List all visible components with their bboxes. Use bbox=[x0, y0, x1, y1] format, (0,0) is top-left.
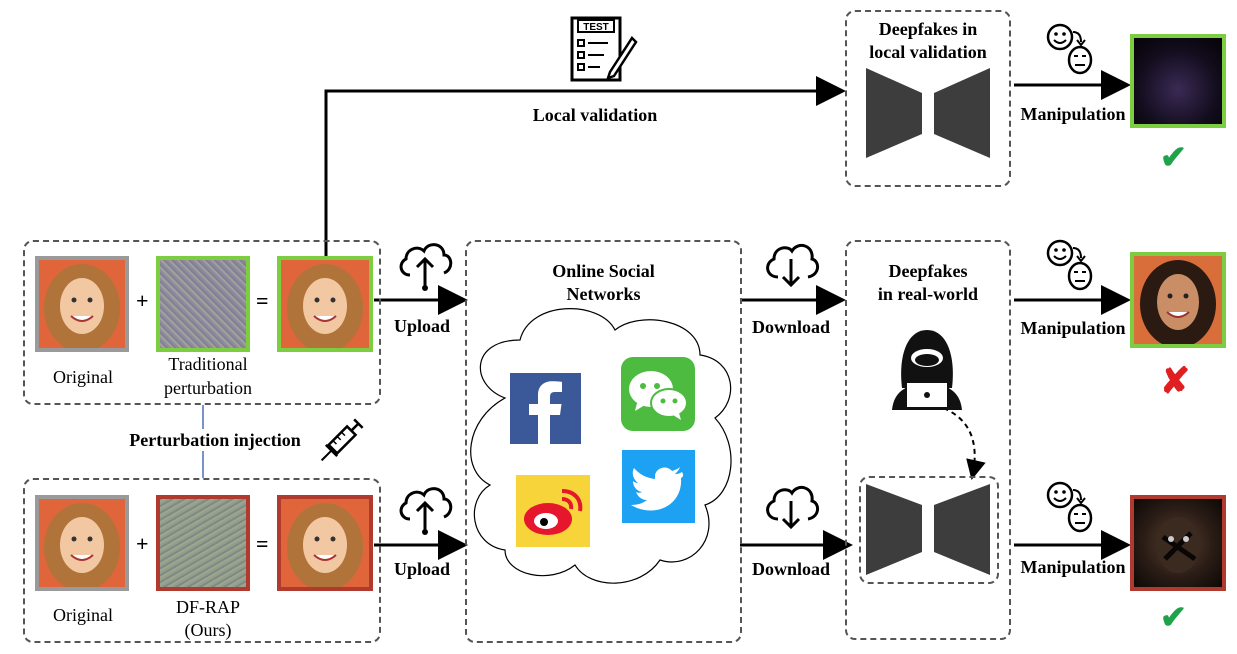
perturbation-injection-label: Perturbation injection bbox=[112, 429, 318, 451]
protected-face-image-top bbox=[277, 256, 373, 352]
generator-local bbox=[866, 68, 990, 158]
dfrap-container bbox=[23, 478, 381, 643]
download-cloud-icon bbox=[762, 239, 820, 291]
deepfakes-real-title-line1: Deepfakes bbox=[888, 261, 968, 281]
original-label-2: Original bbox=[53, 605, 113, 625]
local-validation-arrow bbox=[324, 76, 846, 258]
original-label-1: Original bbox=[53, 367, 113, 387]
success-check-local: ✔ bbox=[1160, 139, 1187, 175]
weibo-icon bbox=[516, 475, 590, 547]
original-face-image-bottom bbox=[35, 495, 129, 591]
traditional-perturbation-image bbox=[156, 256, 250, 352]
dfrap-perturbation-image bbox=[156, 495, 250, 591]
dfrap-label-line2: (Ours) bbox=[184, 620, 232, 640]
original-face-image-top bbox=[35, 256, 129, 352]
hacker-icon bbox=[888, 324, 966, 412]
traditional-label-line2: perturbation bbox=[164, 378, 252, 398]
osn-cloud bbox=[470, 308, 732, 584]
manipulation-label-3: Manipulation bbox=[1020, 557, 1126, 577]
upload-cloud-icon bbox=[396, 237, 454, 293]
download-cloud-icon bbox=[762, 481, 820, 533]
manipulation-label-2: Manipulation bbox=[1020, 318, 1126, 338]
manipulation-label-1: Manipulation bbox=[1020, 104, 1126, 124]
traditional-container bbox=[23, 240, 381, 405]
generator-real-inner-container bbox=[859, 476, 999, 584]
failure-cross-real: ✘ bbox=[1160, 361, 1191, 401]
upload-label-1: Upload bbox=[393, 316, 451, 336]
traditional-label-line1: Traditional bbox=[168, 354, 248, 374]
plus-operator-top: + bbox=[136, 288, 149, 313]
osn-title-line2: Networks bbox=[566, 284, 641, 304]
face-swap-icon bbox=[1045, 22, 1095, 76]
output-image-local bbox=[1130, 34, 1226, 128]
local-validation-label: Local validation bbox=[532, 105, 658, 125]
output-image-real-dfrap bbox=[1130, 495, 1226, 591]
dfrap-label-line1: DF-RAP bbox=[175, 597, 241, 617]
plus-operator-bottom: + bbox=[136, 531, 149, 556]
equals-operator-top: = bbox=[256, 288, 269, 313]
upload-cloud-icon bbox=[396, 481, 454, 537]
wechat-icon bbox=[621, 357, 695, 431]
upload-label-2: Upload bbox=[393, 559, 451, 579]
deepfakes-local-container bbox=[845, 10, 1011, 187]
generator-real bbox=[866, 484, 990, 575]
face-swap-icon bbox=[1045, 238, 1095, 292]
deepfakes-real-container bbox=[845, 240, 1011, 640]
download-label-2: Download bbox=[751, 559, 831, 579]
face-swap-icon bbox=[1045, 480, 1095, 534]
facebook-icon bbox=[510, 373, 581, 444]
deepfakes-real-title-line2: in real-world bbox=[877, 284, 979, 304]
deepfakes-local-title-line2: local validation bbox=[869, 42, 987, 62]
protected-face-image-bottom bbox=[277, 495, 373, 591]
equals-operator-bottom: = bbox=[256, 531, 269, 556]
test-checklist-icon: TEST bbox=[566, 14, 638, 84]
osn-title-line1: Online Social bbox=[552, 261, 655, 281]
twitter-icon bbox=[622, 450, 695, 523]
download-label-1: Download bbox=[751, 317, 831, 337]
deepfakes-local-title-line1: Deepfakes in bbox=[878, 19, 978, 39]
osn-container bbox=[465, 240, 742, 643]
output-image-real-traditional bbox=[1130, 252, 1226, 348]
syringe-icon bbox=[312, 414, 368, 470]
success-check-dfrap: ✔ bbox=[1160, 599, 1187, 635]
test-badge-text: TEST bbox=[583, 22, 609, 33]
